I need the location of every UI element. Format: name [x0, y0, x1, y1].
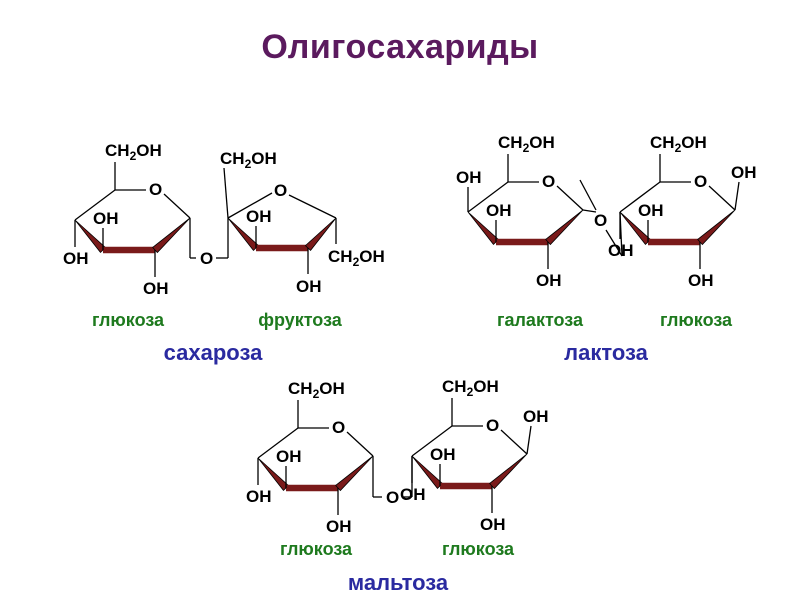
- maltose-glucose-2-c2-oh-label: OH: [480, 515, 506, 534]
- lactose-label: лактоза: [564, 340, 649, 365]
- lactose-glucose-bond-c1-c2: [697, 209, 736, 246]
- sucrose-fructose-c4-oh-label: OH: [246, 207, 272, 226]
- maltose-glucose-2-ch2oh-label: CH2OH: [442, 377, 499, 399]
- lactose-galactose-ring-oxygen: O: [542, 172, 555, 191]
- lactose-galactose-c2-oh-label: OH: [536, 271, 562, 290]
- sucrose-unit-label-glucose: глюкоза: [92, 310, 165, 330]
- sucrose-fructose-bond-c5-o: [227, 192, 273, 219]
- lactose-bond-bridge-lower: [605, 229, 623, 257]
- maltose-glucose-2-c3-oh-label: OH: [430, 445, 456, 464]
- sucrose-fructose-bond-o-c2: [288, 194, 337, 219]
- sucrose-fructose-ch2oh-bottom-label: CH2OH: [328, 247, 385, 269]
- lactose-glucose-bond-c4-c5: [619, 181, 661, 213]
- maltose-glucose-1-c3-oh-label: OH: [276, 447, 302, 466]
- maltose-glucose-2-bond-o-c1: [500, 429, 528, 455]
- sucrose-glucose-bond-c4-c5: [74, 189, 116, 221]
- sucrose-glucose-bond-o-c1: [163, 193, 191, 219]
- lactose-glucose-ring-oxygen: O: [694, 172, 707, 191]
- sucrose-fructose-bond-c5-ch2oh: [223, 167, 229, 219]
- maltose-glucose-2-bond-c1-c2: [489, 453, 528, 490]
- lactose-galactose-bond-o-c1: [556, 185, 584, 211]
- sucrose-fructose-bond-c2-c3: [304, 217, 337, 251]
- maltose-glucose-2-c4-oh-label: OH: [400, 485, 426, 504]
- lactose-glucose-c1-oh-label: OH: [731, 163, 757, 182]
- sucrose-glucose-bond-c1-c2: [152, 217, 191, 254]
- sucrose-unit-label-fructose: фруктоза: [258, 310, 343, 330]
- lactose-glucose-c3-oh-label: OH: [638, 201, 664, 220]
- lactose-glucose-c2-oh-label: OH: [688, 271, 714, 290]
- sucrose-fructose-ch2oh-top-label: CH2OH: [220, 149, 277, 171]
- maltose-glucose-1-bond-c1-c2: [335, 455, 374, 492]
- sucrose-glucose-ring-oxygen: O: [149, 180, 162, 199]
- sucrose-bridge-oxygen: O: [200, 249, 213, 268]
- maltose-unit-label-glucose-2: глюкоза: [442, 539, 515, 559]
- lactose-bond-bridge-glucose: [619, 211, 623, 257]
- maltose-glucose-1-ch2oh-label: CH2OH: [288, 379, 345, 401]
- maltose-glucose-1-c2-oh-label: OH: [326, 517, 352, 536]
- sucrose-glucose-c3-oh-label: OH: [93, 209, 119, 228]
- lactose-unit-label-galactose: галактоза: [497, 310, 584, 330]
- lactose-glucose-ch2oh-label: CH2OH: [650, 133, 707, 155]
- maltose-glucose-1-c4-oh-label: OH: [246, 487, 272, 506]
- lactose-glucose-bond-o-c1: [708, 185, 736, 211]
- lactose-galactose-ch2oh-label: CH2OH: [498, 133, 555, 155]
- maltose-unit-label-glucose-1: глюкоза: [280, 539, 353, 559]
- lactose-bridge-oxygen: O: [594, 211, 607, 230]
- lactose-galactose-c4-oh-label: OH: [456, 168, 482, 187]
- lactose-galactose-c3-oh-label: OH: [486, 201, 512, 220]
- sucrose-fructose-c3-oh-label: OH: [296, 277, 322, 296]
- maltose-glucose-2-ring-oxygen: O: [486, 416, 499, 435]
- sucrose-glucose-c4-oh-label: OH: [63, 249, 89, 268]
- lactose-glucose-bond-c1-oh: [734, 181, 740, 211]
- sucrose-label: сахароза: [164, 340, 263, 365]
- maltose-glucose-1-bond-c4-c5: [257, 427, 299, 459]
- maltose-bridge-oxygen: O: [386, 488, 399, 507]
- sucrose-glucose-ch2oh-label: CH2OH: [105, 141, 162, 163]
- lactose-glucose-c4-oh-label: OH: [608, 241, 634, 260]
- maltose-glucose-1-bond-o-c1: [346, 431, 374, 457]
- page-title: Олигосахариды: [261, 28, 539, 66]
- lactose-bond-galactose-bridge: [582, 209, 597, 213]
- lactose-bond-bridge-upper: [579, 179, 597, 211]
- sucrose-glucose-c2-oh-label: OH: [143, 279, 169, 298]
- maltose-glucose-2-bond-c1-oh: [526, 425, 532, 455]
- lactose-galactose-bond-c1-c2: [545, 209, 584, 246]
- maltose-glucose-2-bond-c4-c5: [411, 425, 453, 457]
- sucrose-fructose-ring-oxygen: O: [274, 181, 287, 200]
- maltose-label: мальтоза: [348, 570, 449, 595]
- lactose-galactose-bond-c4-c5: [467, 181, 509, 213]
- maltose-glucose-1-ring-oxygen: O: [332, 418, 345, 437]
- lactose-unit-label-glucose: глюкоза: [660, 310, 733, 330]
- maltose-glucose-2-c1-oh-label: OH: [523, 407, 549, 426]
